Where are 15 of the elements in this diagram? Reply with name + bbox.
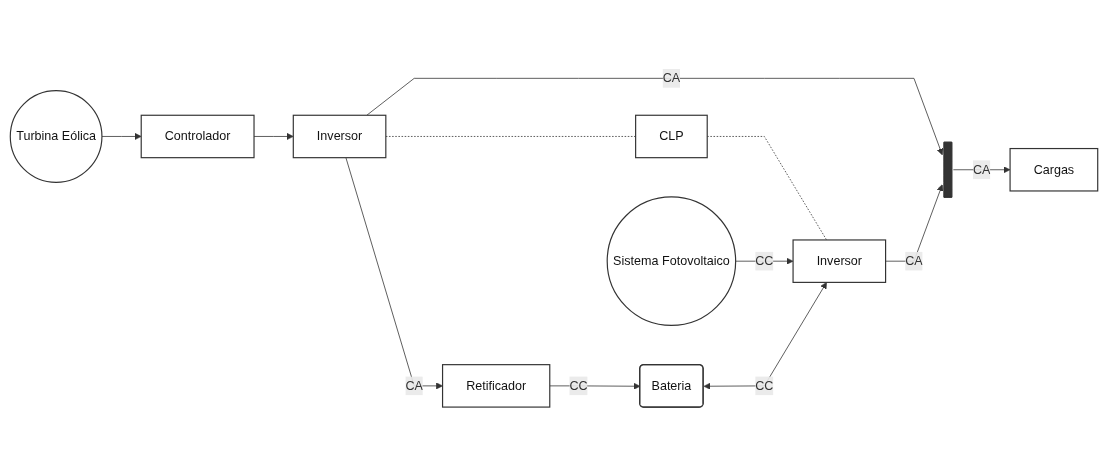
- node-box: Retificador: [441, 363, 551, 408]
- node-box: CLP: [635, 114, 708, 158]
- edge-label: CA: [972, 162, 991, 176]
- edge-label: CA: [405, 378, 423, 392]
- edge-label: CC: [755, 253, 774, 267]
- edge-label: CC: [569, 378, 588, 392]
- node-box: Controlador: [140, 114, 255, 158]
- node-circle: Turbina Eólica: [9, 89, 103, 183]
- edge-label: CC: [755, 378, 774, 392]
- node-box: Inversor: [792, 238, 887, 283]
- node-box: Inversor: [292, 114, 387, 158]
- node-circle: Sistema Fotovoltaico: [606, 195, 737, 326]
- edge-label: CA: [905, 253, 923, 267]
- edge-label: CA: [662, 70, 681, 85]
- node-box: Cargas: [1009, 147, 1099, 192]
